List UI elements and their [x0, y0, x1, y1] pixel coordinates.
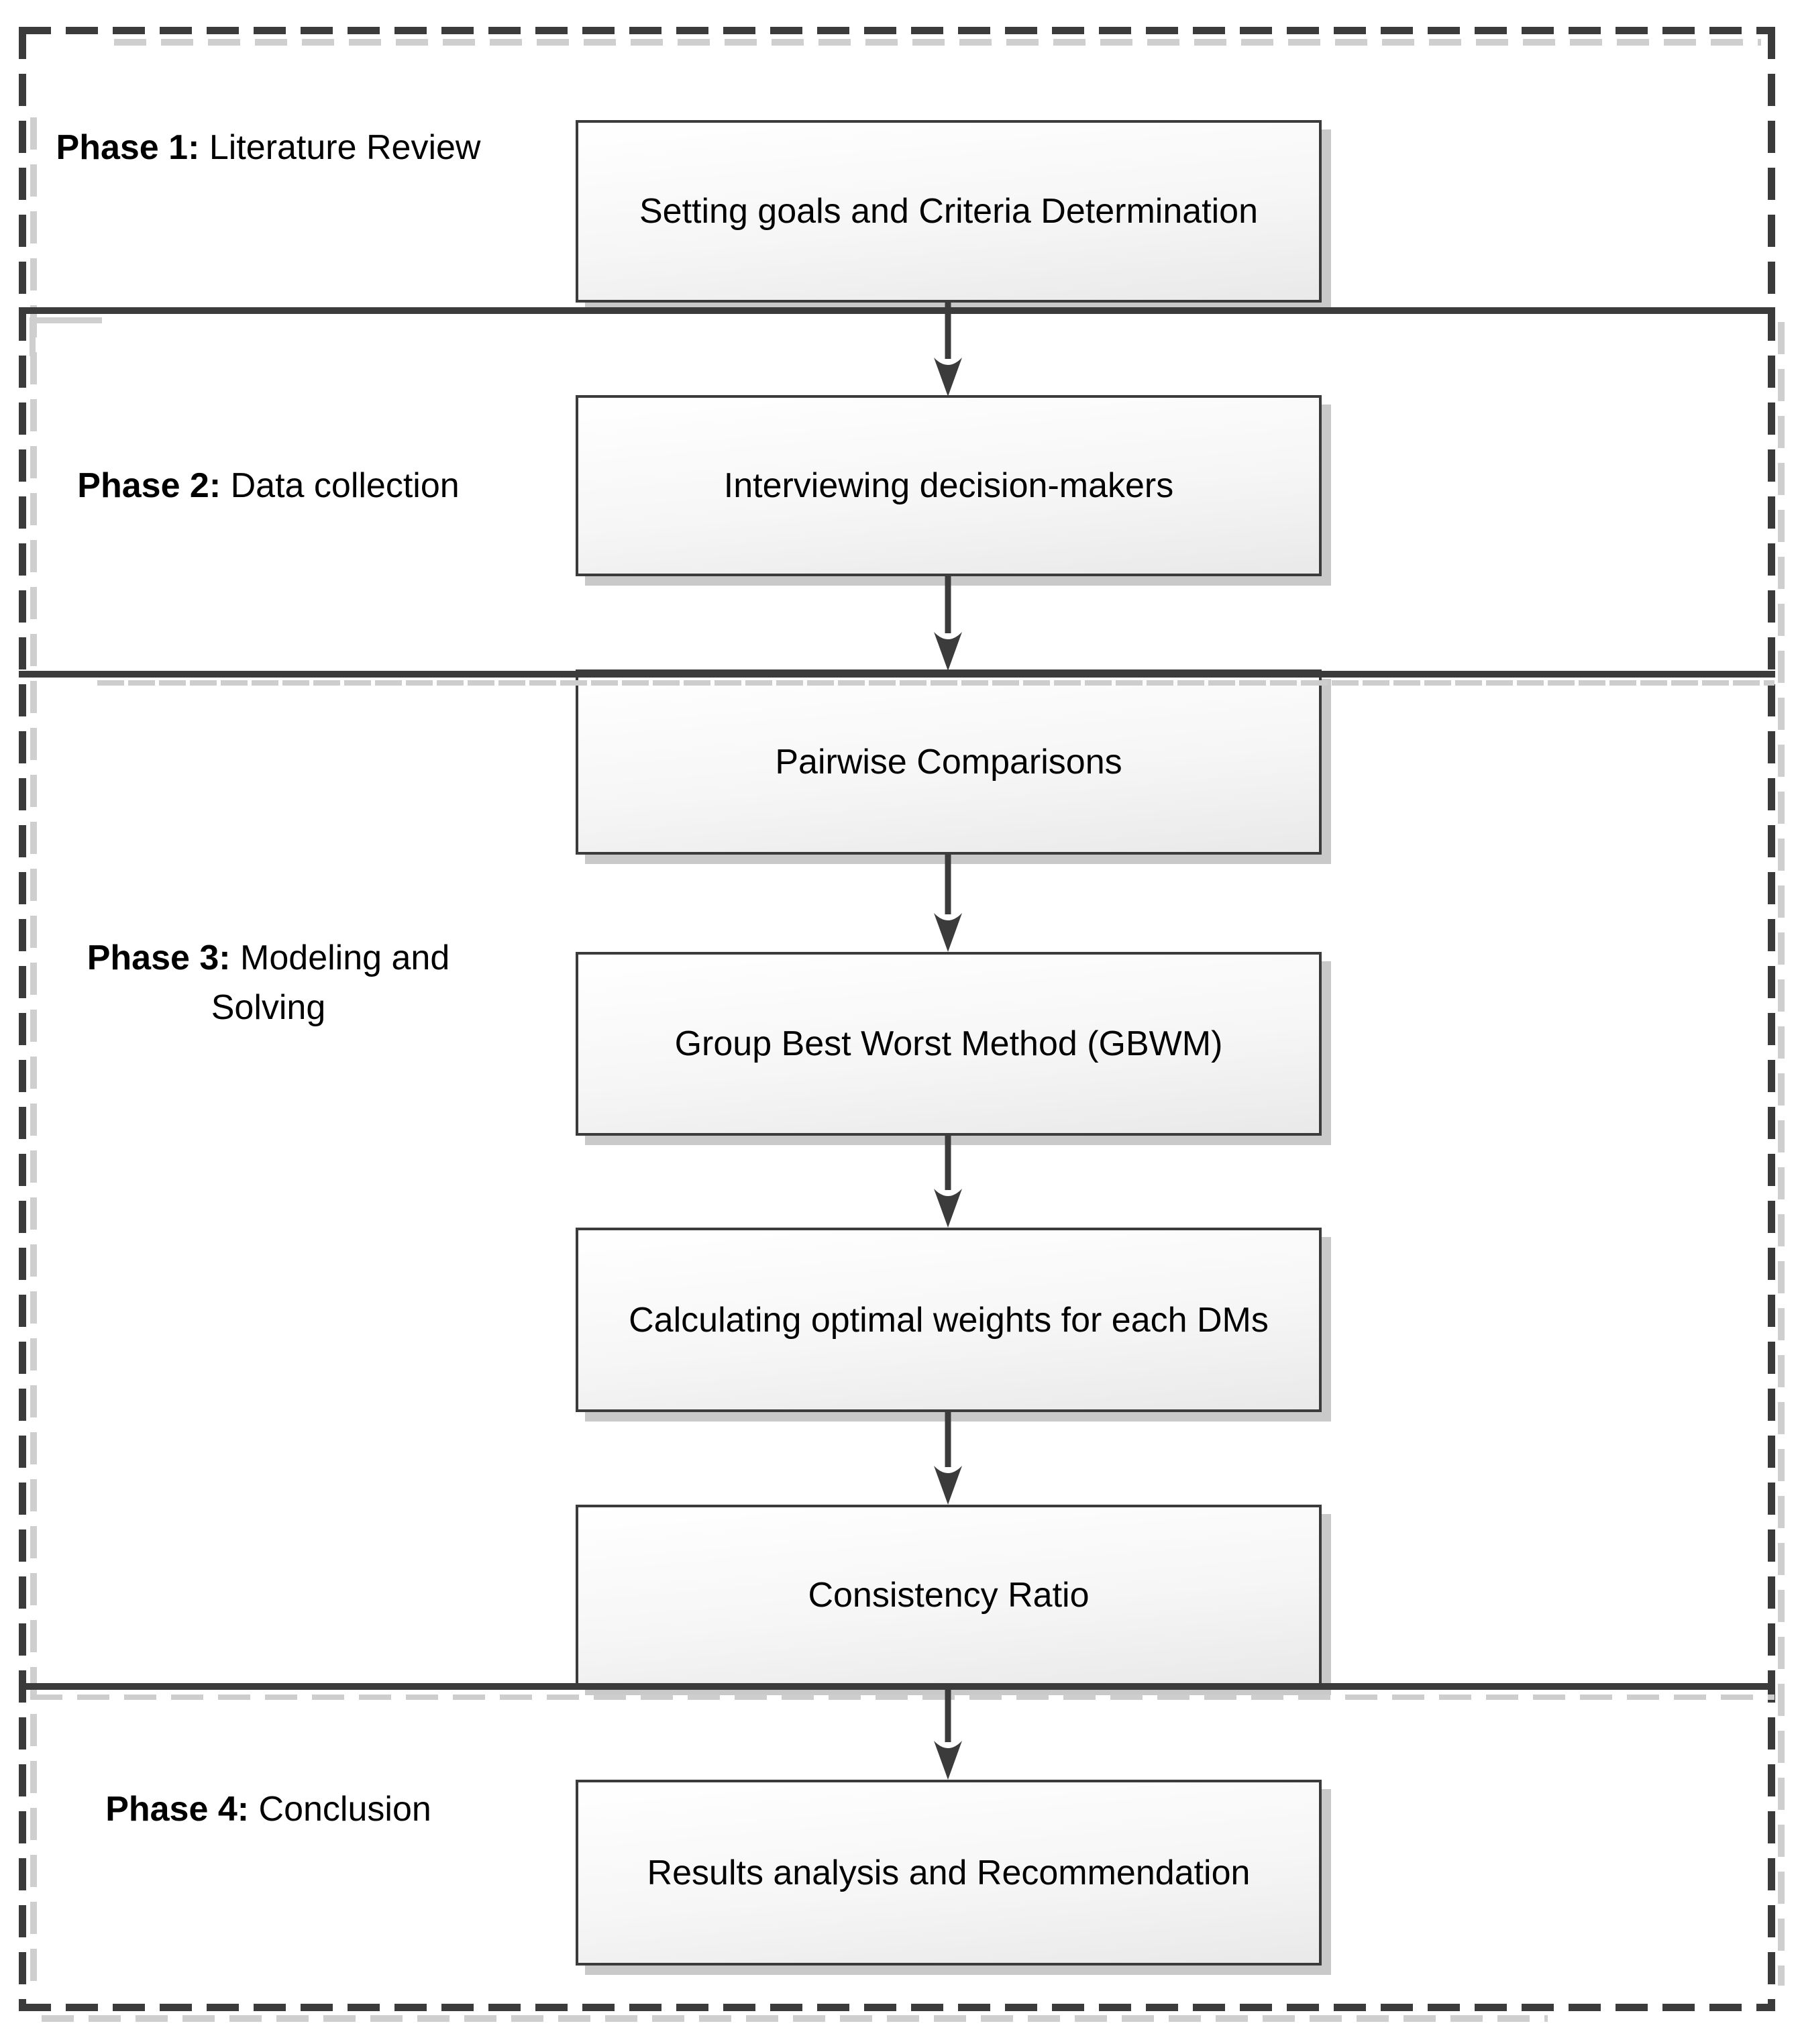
box-pairwise-comparisons: Pairwise Comparisons — [576, 669, 1322, 855]
phase-divider-3 — [19, 1683, 1775, 1690]
phase-divider-3-shadow — [30, 1695, 1775, 1700]
phase-2-label-text: Data collection — [221, 466, 460, 505]
phase-2-label: Phase 2: Data collection — [13, 461, 523, 510]
phase-3-label: Phase 3: Modeling and Solving — [60, 933, 476, 1032]
phase-4-label-text: Conclusion — [249, 1790, 431, 1829]
down-arrow-icon — [934, 1466, 962, 1505]
box-gbwm-text: Group Best Worst Method (GBWM) — [674, 1024, 1223, 1063]
box-setting-goals: Setting goals and Criteria Determination — [576, 120, 1322, 303]
phase-2-label-bold: Phase 2: — [77, 466, 221, 505]
flow-arrow-4 — [933, 1136, 963, 1228]
outer-border-shadow-bottom — [42, 2015, 1548, 2022]
down-arrow-icon — [934, 358, 962, 396]
arrow-shaft — [945, 1412, 951, 1467]
box-consistency-ratio: Consistency Ratio — [576, 1505, 1322, 1686]
arrow-shaft — [945, 303, 951, 359]
outer-dashed-border-bottom — [19, 2004, 1775, 2011]
flow-arrow-3 — [933, 855, 963, 952]
outer-border-shadow-right — [1778, 322, 1785, 1986]
phase-4-label-bold: Phase 4: — [105, 1790, 250, 1829]
box-setting-goals-text: Setting goals and Criteria Determination — [639, 192, 1259, 231]
down-arrow-icon — [934, 1741, 962, 1780]
down-arrow-icon — [934, 913, 962, 952]
outer-dashed-border-left — [19, 27, 26, 2010]
box-results-analysis-text: Results analysis and Recommendation — [647, 1853, 1251, 1892]
phase-3-label-text: Modeling and Solving — [211, 938, 450, 1027]
arrow-shaft — [945, 855, 951, 914]
phase-1-label: Phase 1: Literature Review — [13, 123, 523, 172]
phase-3-label-bold: Phase 3: — [87, 938, 231, 977]
phase-1-label-bold: Phase 1: — [56, 128, 200, 167]
box-results-analysis: Results analysis and Recommendation — [576, 1780, 1322, 1966]
flow-arrow-2 — [933, 576, 963, 671]
outer-border-shadow-top — [114, 39, 1761, 46]
arrow-shaft — [945, 1136, 951, 1190]
arrow-shaft — [945, 576, 951, 633]
outer-dashed-border-right — [1768, 27, 1775, 2010]
phase-divider-1 — [19, 307, 1775, 314]
phase-divider-1-shadow — [30, 317, 102, 323]
box-consistency-ratio-text: Consistency Ratio — [808, 1576, 1090, 1615]
phase-1-label-text: Literature Review — [199, 128, 481, 167]
outer-border-shadow-left — [30, 117, 37, 1989]
box-interviewing-dms-text: Interviewing decision-makers — [723, 466, 1174, 505]
down-arrow-icon — [934, 1189, 962, 1228]
box-optimal-weights-text: Calculating optimal weights for each DMs — [629, 1300, 1269, 1340]
box-interviewing-dms: Interviewing decision-makers — [576, 395, 1322, 576]
flow-arrow-5 — [933, 1412, 963, 1505]
flow-arrow-1 — [933, 303, 963, 396]
phase-divider-2 — [19, 671, 1775, 678]
outer-dashed-border-top — [19, 27, 1775, 34]
down-arrow-icon — [934, 632, 962, 671]
box-gbwm: Group Best Worst Method (GBWM) — [576, 952, 1322, 1136]
phase-divider-2-shadow — [97, 680, 1775, 686]
box-optimal-weights: Calculating optimal weights for each DMs — [576, 1228, 1322, 1412]
arrow-shaft — [945, 1686, 951, 1742]
phase-4-label: Phase 4: Conclusion — [13, 1784, 523, 1834]
box-pairwise-comparisons-text: Pairwise Comparisons — [775, 743, 1122, 782]
flow-arrow-6 — [933, 1686, 963, 1780]
